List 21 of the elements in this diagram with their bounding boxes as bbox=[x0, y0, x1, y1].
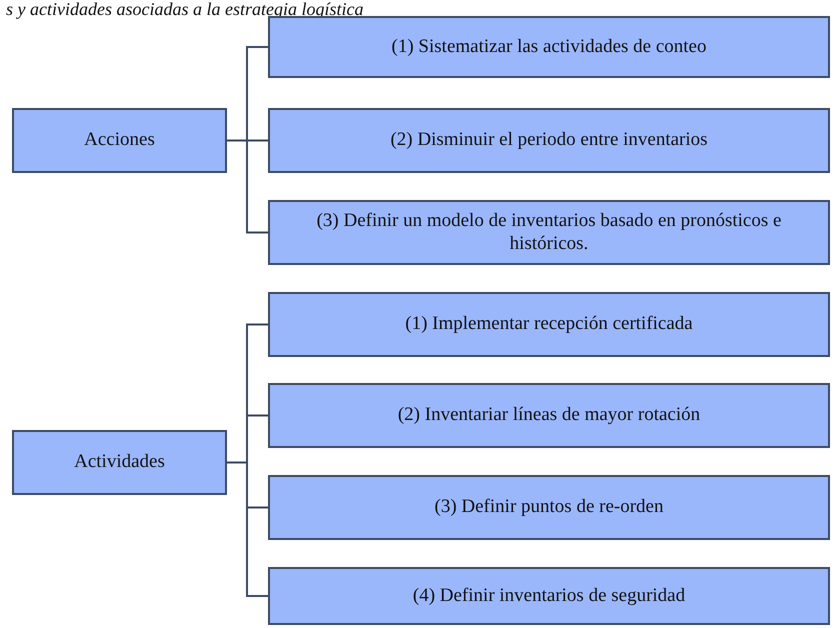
category-box bbox=[12, 108, 227, 173]
title: s y actividades asociadas a la estrategia logística bbox=[6, 0, 364, 20]
category-box bbox=[268, 475, 830, 540]
box-label: (1) Sistematizar las actividades de conteo bbox=[392, 36, 706, 58]
category-box bbox=[268, 292, 830, 357]
box-label: (1) Implementar recepción certificada bbox=[405, 313, 693, 336]
box-label: Actividades bbox=[74, 451, 165, 474]
category-box bbox=[268, 200, 830, 265]
box-label: (2) Disminuir el periodo entre inventarios bbox=[390, 129, 708, 152]
box-label: (4) Definir inventarios de seguridad bbox=[412, 584, 686, 608]
category-box bbox=[268, 383, 830, 448]
box-label: (2) Inventariar líneas de mayor rotación bbox=[398, 404, 700, 427]
connector-line bbox=[227, 140, 268, 234]
category-box bbox=[268, 16, 830, 78]
box-label: Acciones bbox=[84, 129, 155, 152]
category-box bbox=[268, 108, 830, 173]
category-box bbox=[268, 567, 830, 625]
box-label: (3) Definir un modelo de inventarios basado en pronósticos e históricos. bbox=[316, 210, 782, 256]
box-label: (3) Definir puntos de re-orden bbox=[434, 496, 664, 519]
category-box bbox=[12, 430, 227, 495]
connector-line bbox=[227, 462, 268, 597]
